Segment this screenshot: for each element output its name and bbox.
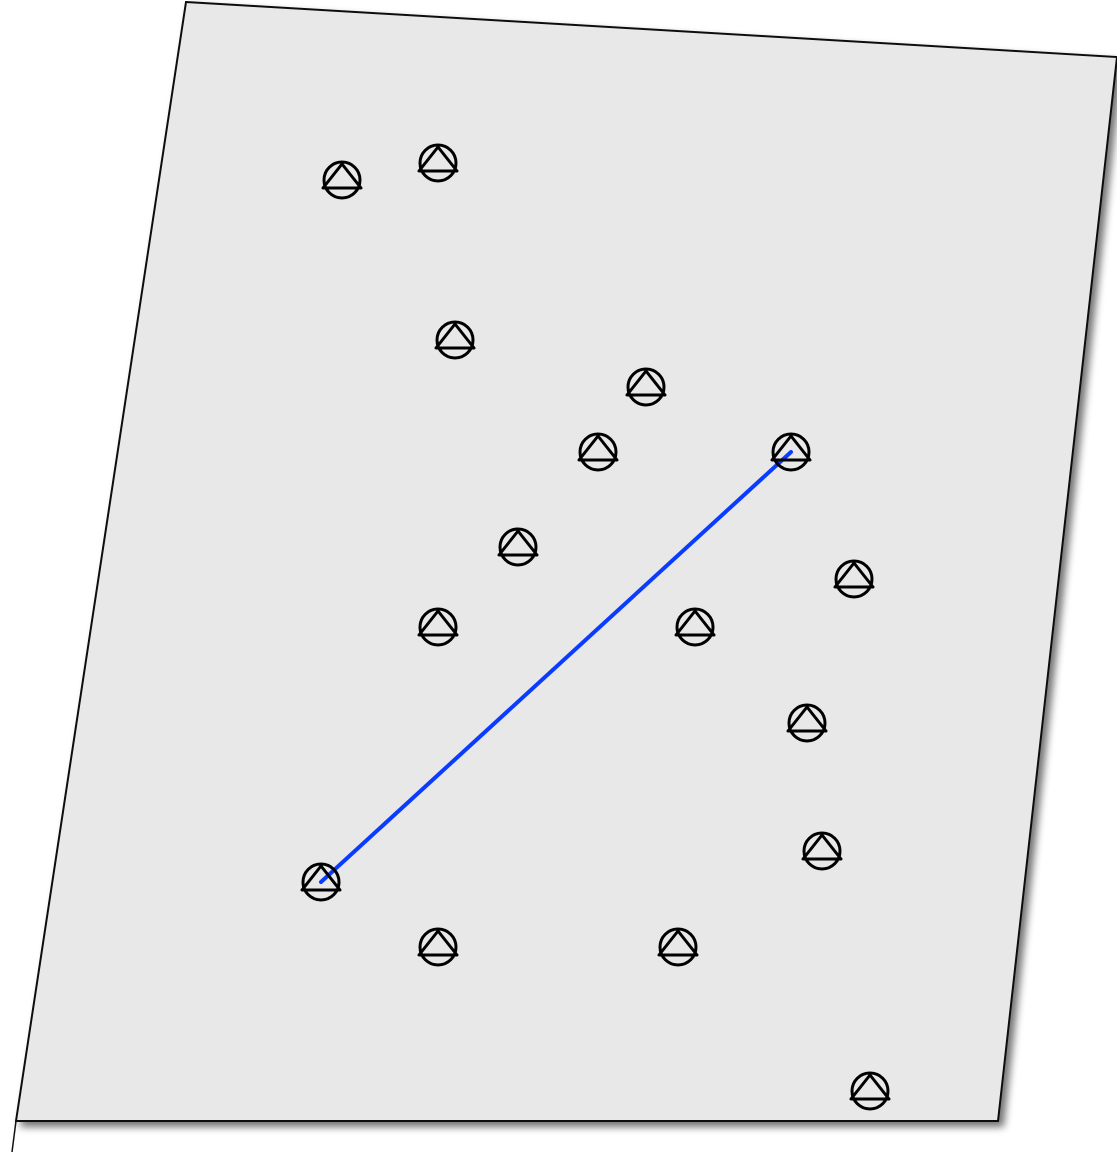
perspective-plane xyxy=(14,0,1117,1122)
plane-edge-tick xyxy=(11,1120,17,1152)
circle-triangle-icon xyxy=(497,527,539,567)
connecting-segment xyxy=(319,450,793,884)
circle-triangle-icon xyxy=(770,432,812,472)
circle-triangle-icon xyxy=(849,1071,891,1111)
circle-triangle-icon xyxy=(786,703,828,743)
circle-triangle-icon xyxy=(417,143,459,183)
circle-triangle-icon xyxy=(674,607,716,647)
circle-triangle-icon xyxy=(577,432,619,472)
circle-triangle-icon xyxy=(801,831,843,871)
circle-triangle-icon xyxy=(625,367,667,407)
circle-triangle-icon xyxy=(300,862,342,902)
circle-triangle-icon xyxy=(657,927,699,967)
circle-triangle-icon xyxy=(321,160,363,200)
circle-triangle-icon xyxy=(833,559,875,599)
circle-triangle-icon xyxy=(417,927,459,967)
circle-triangle-icon xyxy=(417,607,459,647)
circle-triangle-icon xyxy=(434,320,476,360)
marker-group xyxy=(300,143,891,1111)
